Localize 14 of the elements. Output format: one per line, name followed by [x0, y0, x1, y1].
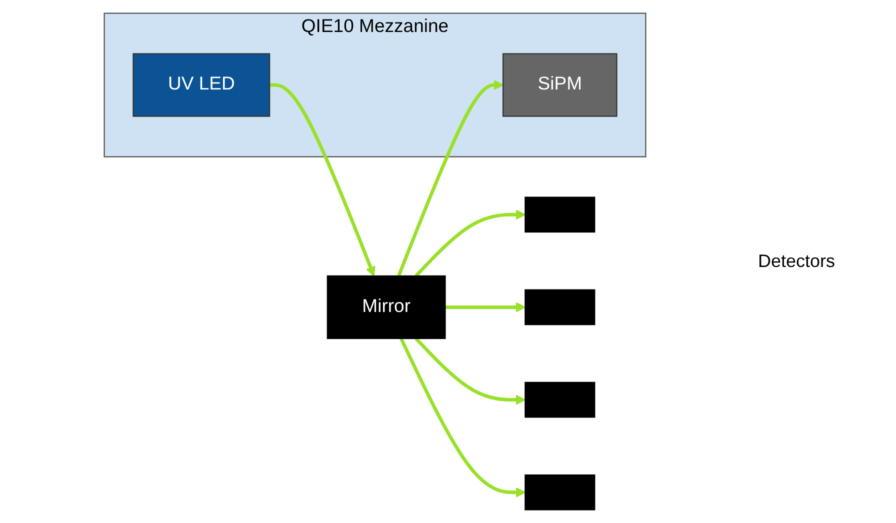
node-box: [524, 382, 596, 418]
group-label: Detectors: [758, 251, 836, 272]
node-box: [524, 196, 596, 233]
arrow: [400, 338, 526, 498]
node-box: [524, 289, 596, 326]
node-box: [524, 474, 596, 510]
node-box: Mirror: [326, 275, 446, 340]
node-box: UV LED: [132, 53, 270, 117]
arrow: [414, 210, 526, 278]
arrow: [397, 80, 504, 277]
arrow: [414, 337, 526, 405]
arrow: [270, 83, 376, 276]
arrow: [445, 302, 526, 312]
node-box: SiPM: [502, 53, 618, 117]
